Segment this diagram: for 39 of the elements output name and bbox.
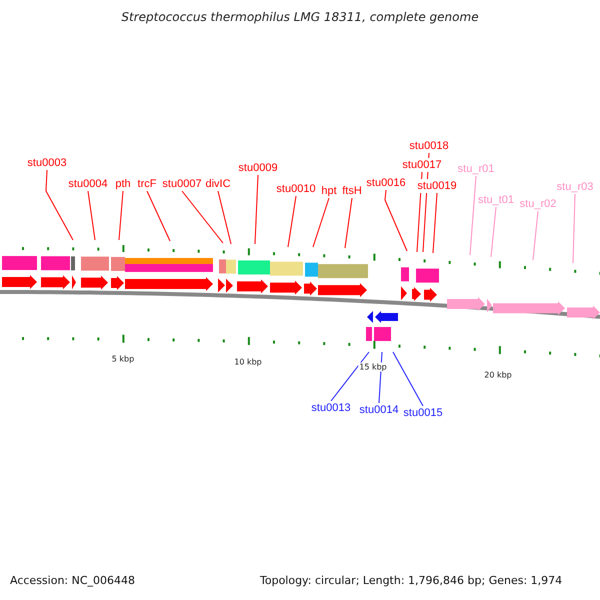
gene-label: ftsH	[341, 184, 363, 198]
leader-line	[288, 196, 296, 248]
leader-line	[572, 194, 576, 264]
gene-label: stu_r03	[556, 180, 594, 194]
gene-label: stu_r01	[456, 162, 496, 176]
gene-label: pth	[114, 177, 132, 191]
leader-line	[344, 198, 352, 248]
scale-label: 5 kbp	[110, 354, 136, 364]
gene-label: trcF	[136, 177, 158, 191]
leader-line	[312, 198, 330, 248]
gene-label: stu0017	[401, 158, 443, 172]
gene-label: hpt	[320, 184, 338, 198]
leader-line	[46, 170, 74, 240]
leader-line	[146, 190, 170, 242]
leader-line	[254, 174, 258, 244]
gene-label: stu0004	[67, 177, 109, 191]
leader-line	[218, 190, 232, 244]
accession-text: Accession: NC_006448	[10, 574, 136, 587]
genome-summary-text: Topology: circular; Length: 1,796,846 bp; Genes: 1,974	[260, 574, 562, 587]
scale-label: 20 kbp	[483, 370, 513, 380]
leader-line	[432, 192, 438, 254]
leader-line	[392, 352, 424, 406]
scale-label: 15 kbp	[358, 362, 388, 372]
gene-label: divIC	[204, 177, 232, 191]
leader-line	[384, 190, 408, 252]
leader-line	[118, 190, 124, 240]
leader-line	[470, 176, 476, 256]
leader-line	[532, 210, 538, 260]
leader-line	[490, 206, 496, 258]
leader-line	[182, 190, 224, 244]
map-title: Streptococcus thermophilus LMG 18311, complete genome	[120, 10, 480, 24]
leader-line	[88, 190, 96, 240]
gene-label: stu0010	[275, 182, 317, 196]
gene-label: stu0019	[416, 179, 458, 193]
gene-label: stu0007	[161, 177, 203, 191]
gene-label: stu_t01	[476, 193, 516, 207]
leader-line	[330, 352, 370, 402]
scale-label: 10 kbp	[233, 358, 263, 366]
gene-label: stu_r02	[518, 197, 558, 211]
